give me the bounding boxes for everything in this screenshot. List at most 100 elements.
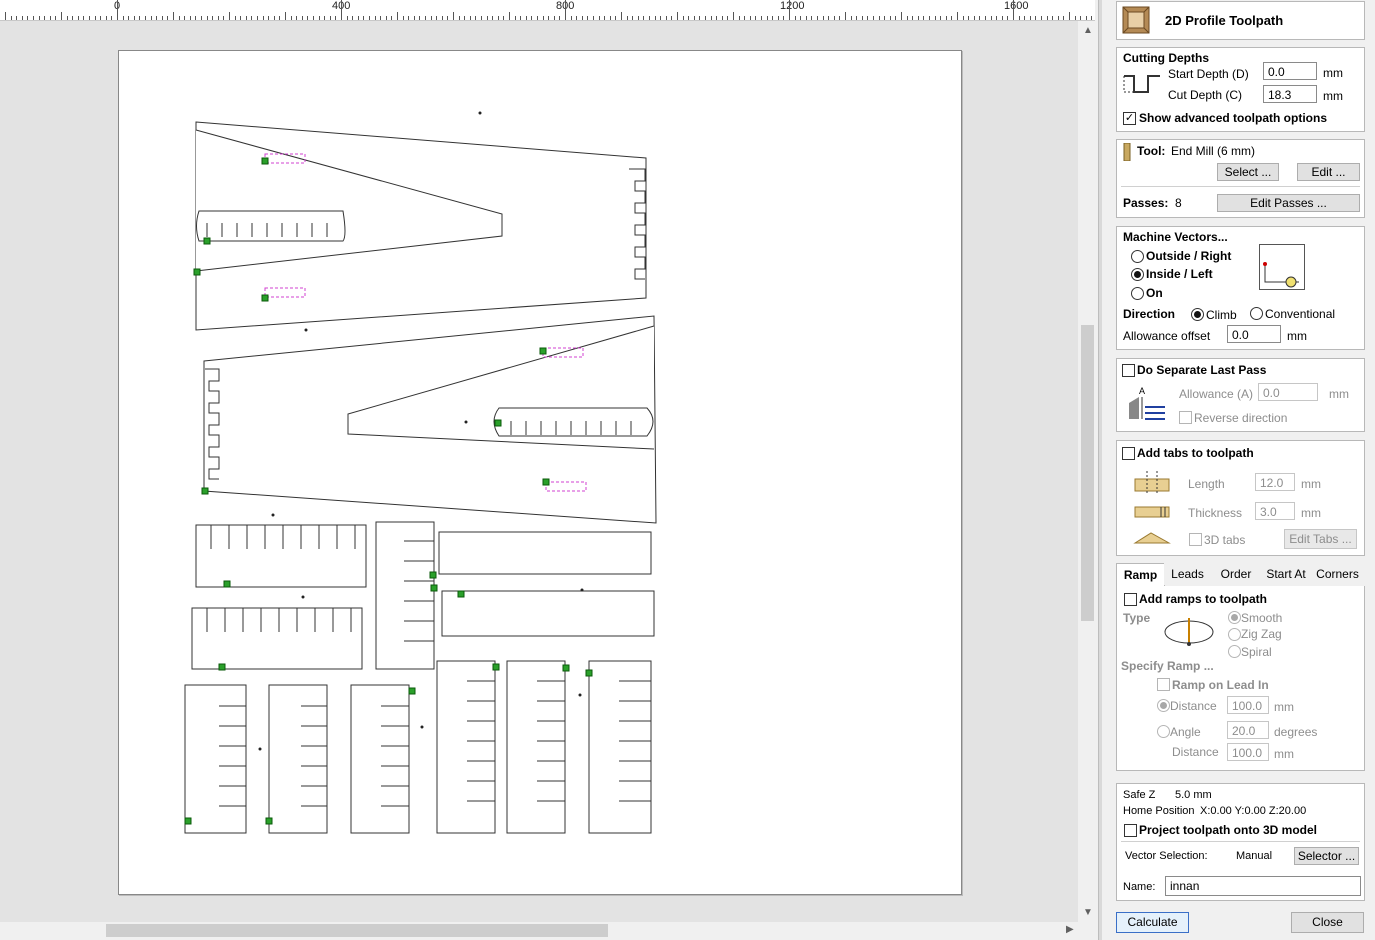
tab-length-input[interactable]: 12.0 [1255,473,1295,491]
tab-corners[interactable]: Corners [1312,563,1363,585]
scroll-up-arrow-icon[interactable]: ▲ [1083,25,1093,36]
tab-length-label: Length [1188,477,1225,491]
allowance-offset-input[interactable]: 0.0 [1227,325,1281,343]
conventional-radio[interactable] [1250,307,1263,320]
add-ramps-checkbox[interactable] [1124,593,1137,606]
ramp-tab-content: Add ramps to toolpath Type Smooth Zig Za… [1116,586,1365,771]
ramp-smooth-radio[interactable] [1228,611,1241,624]
ramp-distance-input[interactable]: 100.0 [1227,696,1269,714]
material-sheet[interactable] [118,50,962,895]
project-toolpath-checkbox[interactable] [1124,824,1137,837]
ruler-tick [733,12,734,20]
toolpath-vectors[interactable] [119,51,961,894]
separate-last-pass-checkbox[interactable] [1122,364,1135,377]
ruler-tick [234,16,236,20]
ruler-tick [268,16,270,20]
ramp-smooth-label: Smooth [1241,611,1283,625]
ruler-tick [469,16,471,20]
ruler-tick [346,16,348,20]
ruler-tick [279,16,281,20]
tab-ramp[interactable]: Ramp [1116,563,1165,587]
ruler-tick [173,12,174,20]
climb-radio[interactable] [1191,308,1204,321]
ruler-tick [789,0,790,20]
ruler-tick [1035,16,1037,20]
machine-vectors-heading: Machine Vectors... [1123,230,1228,244]
ruler-tick [1085,16,1087,20]
ruler-tick [369,16,370,20]
vector-selector-button[interactable]: Selector ... [1294,847,1359,865]
show-advanced-checkbox[interactable]: ✓ [1123,112,1136,125]
ruler-tick [178,16,180,20]
edit-tabs-button[interactable]: Edit Tabs ... [1284,529,1357,549]
vertical-scrollbar[interactable]: ▲ ▼ [1079,21,1096,922]
ruler-tick [262,16,264,20]
3d-tabs-checkbox[interactable] [1189,533,1202,546]
ramp-angle-input[interactable]: 20.0 [1227,721,1269,739]
ruler-tick [705,16,706,20]
home-position-label: Home Position [1123,805,1195,817]
horizontal-scrollbar[interactable]: ▶ [0,922,1079,939]
2d-view[interactable] [0,21,1078,922]
tab-start-at[interactable]: Start At [1261,563,1311,585]
ruler-tick [979,16,981,20]
inside-left-radio[interactable] [1131,268,1144,281]
name-label: Name: [1123,881,1156,893]
last-pass-allowance-input[interactable]: 0.0 [1258,383,1318,401]
ramp-angle-label: Angle [1170,725,1201,739]
tool-divider [1121,186,1360,187]
ramp-on-lead-in-checkbox[interactable] [1157,678,1170,691]
ruler-tick [217,16,219,20]
add-tabs-checkbox[interactable] [1122,447,1135,460]
toolpath-name-input[interactable]: innan [1165,876,1361,896]
vector-fork-2 [203,315,657,524]
tool-edit-button[interactable]: Edit ... [1297,163,1360,181]
ruler-tick [553,16,555,20]
ruler-tick [677,12,678,20]
ruler-tick [430,16,432,20]
cutting-depths-section: Cutting Depths Start Depth (D) 0.0 mm Cu… [1116,47,1365,132]
scroll-right-arrow-icon[interactable]: ▶ [1066,924,1074,935]
panel-splitter[interactable] [1098,0,1102,940]
horizontal-ruler: 0 400 800 1200 1600 [0,0,1095,21]
footer-divider [1121,841,1360,842]
scroll-down-arrow-icon[interactable]: ▼ [1083,907,1093,918]
ruler-tick [845,12,846,20]
close-button[interactable]: Close [1291,912,1364,933]
ruler-tick [122,16,124,20]
ramp-zigzag-label: Zig Zag [1241,627,1282,641]
outside-right-radio[interactable] [1131,250,1144,263]
tab-leads[interactable]: Leads [1164,563,1211,585]
ruler-tick [352,16,354,20]
start-depth-input[interactable]: 0.0 [1263,62,1317,80]
horizontal-scroll-thumb[interactable] [106,924,608,937]
on-radio[interactable] [1131,287,1144,300]
edit-passes-button[interactable]: Edit Passes ... [1217,194,1360,212]
tab-thickness-input[interactable]: 3.0 [1255,502,1295,520]
tool-select-button[interactable]: Select ... [1217,163,1279,181]
ruler-tick [800,16,802,20]
cut-depth-input[interactable]: 18.3 [1263,85,1317,103]
ramp-distance2-input[interactable]: 100.0 [1227,743,1269,761]
3d-tab-icon [1133,532,1171,544]
ramp-zigzag-radio[interactable] [1228,628,1241,641]
ruler-tick [436,16,438,20]
ruler-tick [105,16,107,20]
allowance-offset-unit: mm [1287,329,1307,343]
ruler-tick [329,16,331,20]
tab-order[interactable]: Order [1212,563,1260,585]
ruler-tick [397,12,398,20]
ramp-angle-radio[interactable] [1157,725,1170,738]
vertical-scroll-thumb[interactable] [1081,325,1094,621]
ruler-tick [873,16,874,20]
reverse-direction-checkbox[interactable] [1179,411,1192,424]
calculate-button[interactable]: Calculate [1116,912,1189,933]
vector-comb-2 [191,607,363,670]
ruler-tick [682,16,684,20]
ruler-tick [811,16,813,20]
ramp-distance-radio[interactable] [1157,699,1170,712]
ruler-tick [671,16,673,20]
ramp-spiral-radio[interactable] [1228,645,1241,658]
allowance-offset-label: Allowance offset [1123,329,1211,343]
options-tab-strip: Ramp Leads Order Start At Corners [1116,563,1363,587]
